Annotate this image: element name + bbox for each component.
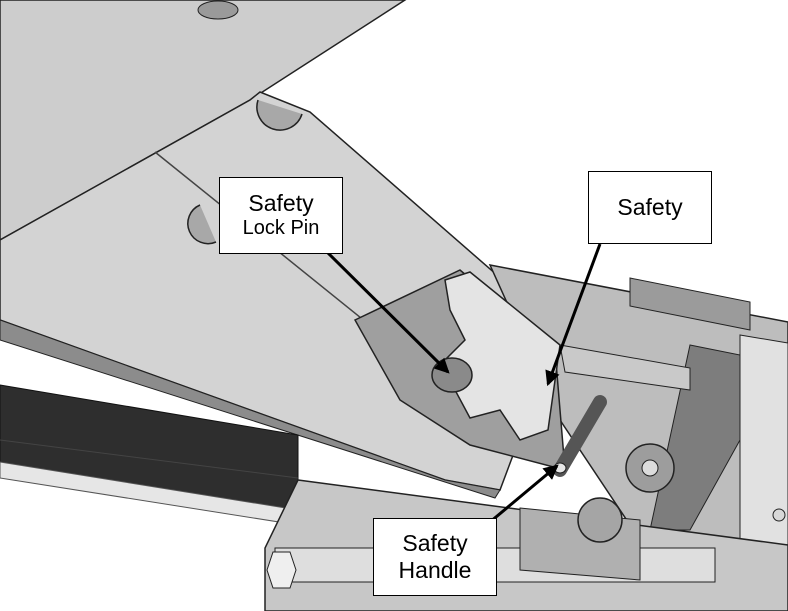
callout-text-line1: Safety	[402, 529, 468, 556]
safety-handle-callout: Safety Handle	[373, 518, 497, 596]
callout-text: Safety	[617, 193, 683, 220]
callout-arrows	[323, 243, 602, 524]
callout-text-line1: Safety	[248, 190, 314, 217]
arrow-handle	[489, 464, 559, 524]
safety-callout: Safety	[588, 171, 712, 244]
callout-text-line2: Lock Pin	[242, 217, 320, 240]
callout-text-line2: Handle	[398, 557, 472, 583]
arrow-lock-pin	[323, 248, 450, 374]
arrow-safety	[545, 243, 602, 387]
rubber-pad	[0, 384, 299, 526]
safety-lock-pin-callout: Safety Lock Pin	[219, 177, 343, 254]
